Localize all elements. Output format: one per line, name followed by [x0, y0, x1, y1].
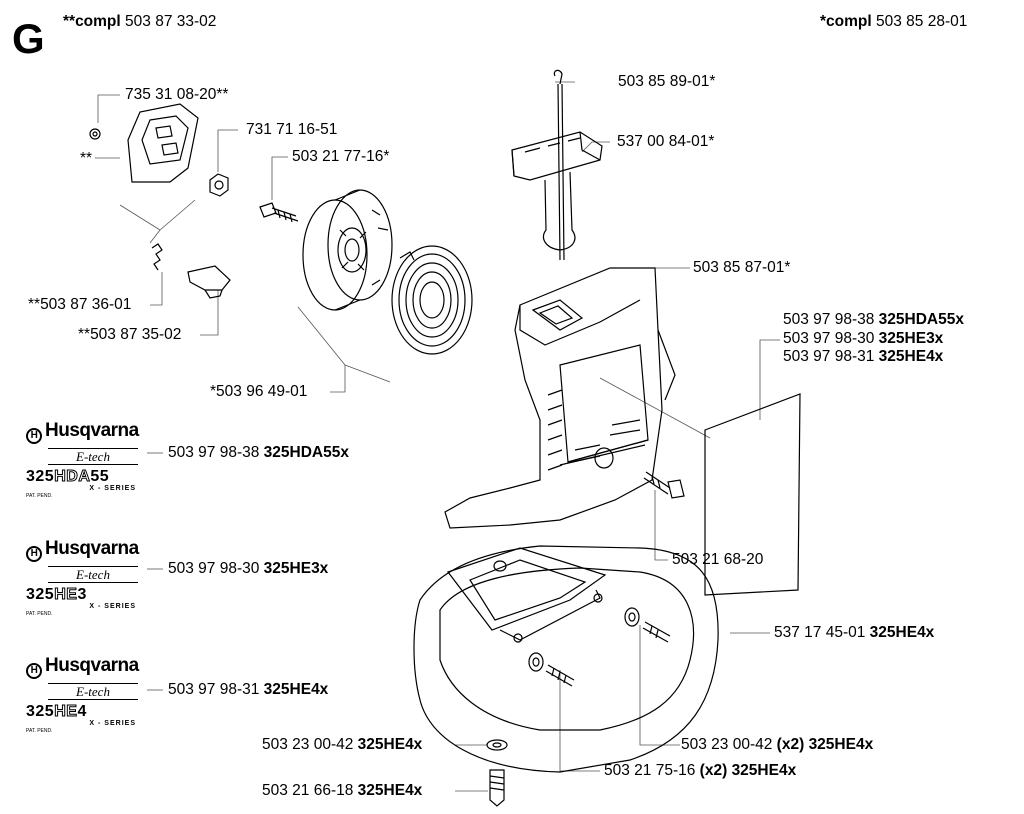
crown-icon: H — [26, 663, 42, 679]
decal-row-number: 503 97 98-31 — [783, 348, 875, 365]
base-fasteners-shape — [486, 607, 671, 807]
decal-row: 503 97 98-30 325HE3x — [783, 330, 943, 348]
header-left-prefix: **compl — [63, 13, 121, 30]
starter-handle-shape — [511, 69, 603, 261]
etech-tag: E-tech — [48, 448, 138, 465]
base-frame-shape — [413, 545, 719, 773]
part-number: 503 21 75-16 — [604, 762, 696, 779]
header-left-number: 503 87 33-02 — [125, 13, 217, 30]
starter-housing-shape — [444, 267, 676, 529]
series-mark: X - SERIES — [89, 603, 136, 610]
spring-pawl-shape — [151, 243, 231, 299]
decal-row-model: 325HDA55x — [878, 311, 964, 328]
part-model: 325HE4x — [869, 624, 935, 641]
starter-pulley-shape — [302, 189, 393, 311]
decal-row-model: 325HE3x — [878, 330, 944, 347]
part-label-5371745: 537 17 45-01 325HE4x — [774, 624, 934, 642]
series-mark: X - SERIES — [89, 720, 136, 727]
part-label-735: 735 31 08-20** — [125, 86, 229, 103]
etech-tag: E-tech — [48, 683, 138, 700]
header-right-assembly: *compl 503 85 28-01 — [820, 13, 967, 31]
part-model: 325HE4x — [731, 762, 797, 779]
part-label-5038736: **503 87 36-01 — [28, 296, 132, 313]
screw-shape — [259, 202, 299, 223]
decal-logo-label: 503 97 98-31 325HE4x — [168, 681, 329, 698]
part-label-5038587: 503 85 87-01* — [693, 259, 791, 276]
header-right-prefix: *compl — [820, 13, 872, 30]
part-model: 325HE4x — [357, 736, 423, 753]
crown-icon: H — [26, 546, 42, 562]
decal-row-number: 503 97 98-30 — [783, 330, 875, 347]
model-mark: 325HDA55 — [26, 468, 110, 485]
decal-logo-label: 503 97 98-38 325HDA55x — [168, 444, 349, 461]
decal-row: 503 97 98-38 325HDA55x — [783, 311, 964, 329]
part-number: 537 17 45-01 — [774, 624, 866, 641]
part-number: 503 23 00-42 — [262, 736, 354, 753]
series-mark: X - SERIES — [89, 485, 136, 492]
decal-row: 503 97 98-31 325HE4x — [783, 348, 943, 366]
part-label-5032175: 503 21 75-16 (x2) 325HE4x — [604, 762, 796, 780]
decal-logo-label: 503 97 98-30 325HE3x — [168, 560, 329, 577]
etech-tag: E-tech — [48, 566, 138, 583]
part-label-731: 731 71 16-51 — [246, 121, 338, 138]
part-label-5039649: *503 96 49-01 — [210, 383, 308, 400]
model-mark: 325HE3 — [26, 586, 87, 603]
part-label-5032300-left: 503 23 00-42 325HE4x — [262, 736, 422, 754]
part-label-5038735: **503 87 35-02 — [78, 326, 182, 343]
model-mark: 325HE4 — [26, 703, 87, 720]
part-label-star: ** — [80, 150, 93, 167]
part-number: 503 21 66-18 — [262, 782, 354, 799]
header-right-number: 503 85 28-01 — [876, 13, 968, 30]
part-label-5038589: 503 85 89-01* — [618, 73, 716, 90]
decal-row-number: 503 97 98-38 — [783, 311, 875, 328]
part-model: 325HE4x — [808, 736, 874, 753]
header-left-assembly: **compl 503 87 33-02 — [63, 13, 216, 31]
bolt-shape — [643, 471, 685, 499]
part-label-5032166: 503 21 66-18 325HE4x — [262, 782, 422, 800]
decal-sheet-shape — [704, 393, 801, 596]
part-qty: (x2) — [776, 736, 805, 753]
part-label-5032177: 503 21 77-16* — [292, 148, 390, 165]
part-label-5032168: 503 21 68-20 — [672, 551, 764, 568]
pat-pend: PAT. PEND. — [26, 611, 53, 617]
part-label-5370084: 537 00 84-01* — [617, 133, 715, 150]
part-qty: (x2) — [699, 762, 728, 779]
part-model: 325HE4x — [357, 782, 423, 799]
cover-plate-shape — [89, 103, 199, 183]
crown-icon: H — [26, 428, 42, 444]
pat-pend: PAT. PEND. — [26, 493, 53, 499]
part-label-5032300-right: 503 23 00-42 (x2) 325HE4x — [681, 736, 873, 754]
recoil-spring-shape — [391, 245, 473, 355]
section-letter: G — [12, 15, 45, 62]
part-number: 503 23 00-42 — [681, 736, 773, 753]
decal-row-model: 325HE4x — [878, 348, 944, 365]
pat-pend: PAT. PEND. — [26, 728, 53, 734]
nut-shape — [209, 173, 229, 197]
leader-lines — [95, 81, 780, 792]
